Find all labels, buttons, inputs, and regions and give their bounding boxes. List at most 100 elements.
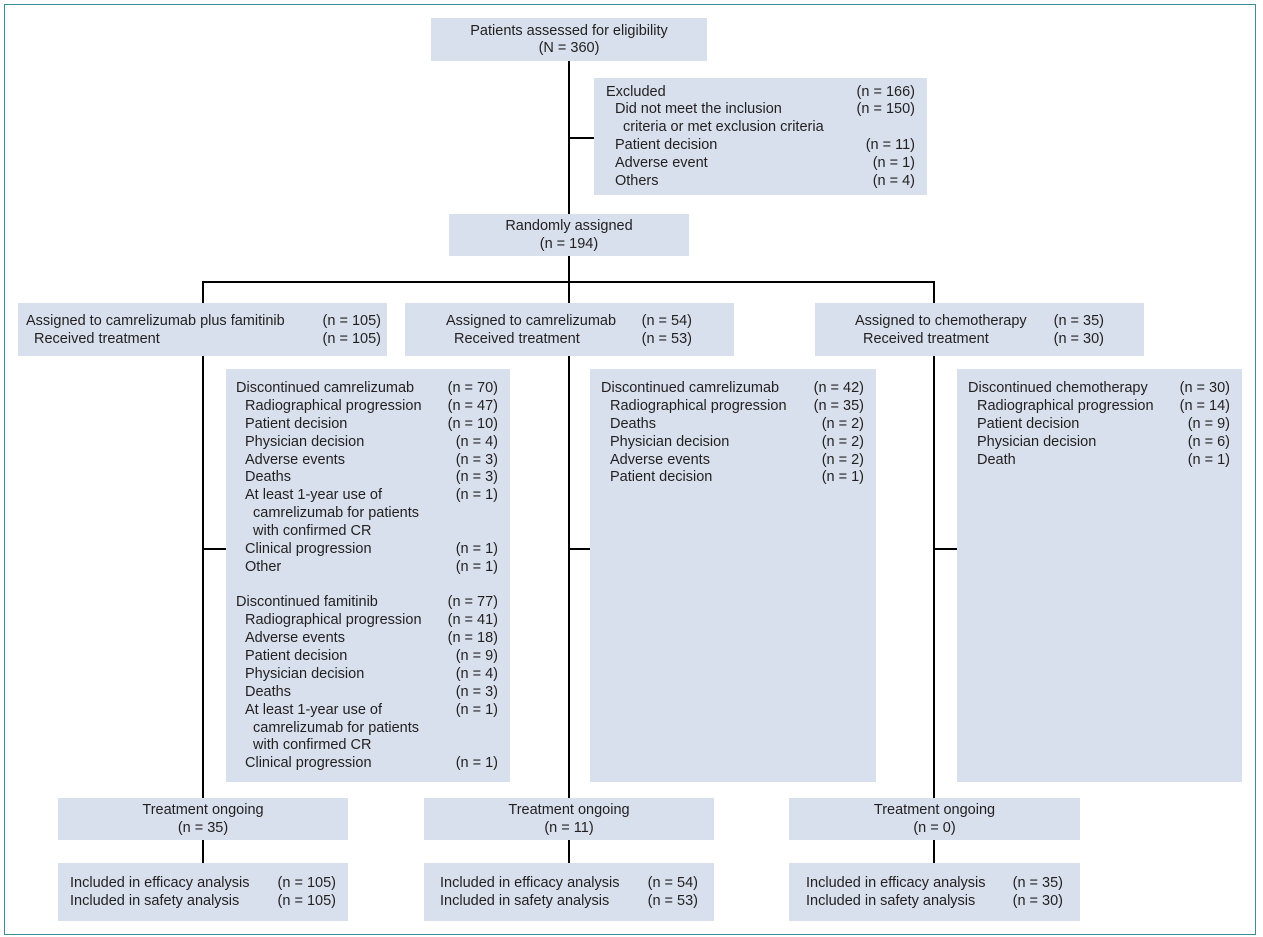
discontinued-reason-count: (n = 1) [455,559,498,575]
discontinued-reason-cont: with confirmed CR [253,523,372,539]
arm2-assigned-count: (n = 54) [641,313,692,329]
randomized-count: (n = 194) [539,236,599,252]
discontinued-reason: Physician decision [977,434,1097,450]
excluded-count: (n = 166) [856,84,915,100]
arm1-assigned-label: Assigned to camrelizumab plus famitinib [26,313,285,329]
discontinued-reason-count: (n = 3) [455,469,498,485]
discontinued-reason-count: (n = 2) [821,434,864,450]
discontinued-reason-count: (n = 47) [447,398,498,414]
efficacy-count: (n = 54) [647,875,698,891]
discontinued-reason-count: (n = 1) [455,541,498,557]
arm2-assigned-label: Assigned to camrelizumab [446,313,617,329]
excluded-label: Excluded [606,84,666,100]
connector-arm2-disc [568,548,590,550]
discontinued-reason-count: (n = 2) [821,416,864,432]
arm3-received-label: Received treatment [863,331,989,347]
connector-arm3-top [933,281,935,303]
arm1-assigned-box: Assigned to camrelizumab plus famitinib … [18,303,387,356]
arm3-ongoing-box: Treatment ongoing (n = 0) [789,798,1080,840]
excluded-reason: Did not meet the inclusion [615,101,782,117]
discontinued-reason-count: (n = 3) [455,684,498,700]
discontinued-reason-count: (n = 9) [455,648,498,664]
connector-arm2-down [568,356,570,798]
connector-arm3-analysis [933,840,935,863]
discontinued-reason-count: (n = 35) [813,398,864,414]
arm3-received-count: (n = 30) [1053,331,1104,347]
discontinued-reason-count: (n = 3) [455,452,498,468]
discontinued-count: (n = 70) [447,380,498,396]
connector-excluded [568,137,594,139]
arm1-discontinued-box: Discontinued camrelizumab (n = 70) Radio… [226,369,510,782]
arm3-assigned-count: (n = 35) [1053,313,1104,329]
figure-frame [4,4,1256,935]
discontinued-title: Discontinued chemotherapy [968,380,1148,396]
discontinued-reason: Adverse events [610,452,710,468]
connector-main-lower [568,256,570,282]
arm1-received-label: Received treatment [34,331,160,347]
discontinued-title: Discontinued famitinib [236,594,378,610]
discontinued-reason-count: (n = 1) [455,755,498,771]
excluded-reason-cont: criteria or met exclusion criteria [623,119,824,135]
discontinued-reason-count: (n = 1) [1187,452,1230,468]
discontinued-count: (n = 30) [1179,380,1230,396]
discontinued-reason: Radiographical progression [245,612,422,628]
discontinued-reason: Patient decision [977,416,1080,432]
arm2-assigned-box: Assigned to camrelizumab (n = 54) Receiv… [405,303,734,356]
discontinued-reason: At least 1-year use of [245,487,383,503]
excluded-reason-count: (n = 1) [872,155,915,171]
randomized-box: Randomly assigned (n = 194) [449,214,689,256]
arm2-discontinued-box: Discontinued camrelizumab (n = 42) Radio… [590,369,876,782]
excluded-reason: Adverse event [615,155,708,171]
discontinued-reason-count: (n = 9) [1187,416,1230,432]
discontinued-count: (n = 42) [813,380,864,396]
excluded-reason: Others [615,173,659,189]
safety-label: Included in safety analysis [440,893,610,909]
arm1-analysis-box: Included in efficacy analysis (n = 105) … [58,863,348,921]
ongoing-label: Treatment ongoing [508,802,630,818]
connector-arm3-down [933,356,935,798]
discontinued-reason: Deaths [245,469,291,485]
discontinued-reason: Patient decision [245,648,348,664]
discontinued-reason: Physician decision [245,434,365,450]
ongoing-count: (n = 35) [177,820,229,836]
discontinued-reason: Death [977,452,1016,468]
safety-label: Included in safety analysis [806,893,976,909]
excluded-reason-count: (n = 150) [856,101,915,117]
connector-arm3-disc [933,548,957,550]
arm2-analysis-box: Included in efficacy analysis (n = 54) I… [424,863,714,921]
discontinued-reason: Clinical progression [245,541,372,557]
discontinued-title: Discontinued camrelizumab [236,380,415,396]
connector-arm1-top [202,281,204,303]
safety-count: (n = 105) [277,893,336,909]
assessed-box: Patients assessed for eligibility (N = 3… [431,18,707,61]
discontinued-reason: Adverse events [245,630,345,646]
discontinued-reason: Other [245,559,282,575]
efficacy-label: Included in efficacy analysis [806,875,986,891]
efficacy-count: (n = 35) [1012,875,1063,891]
discontinued-reason-count: (n = 1) [821,469,864,485]
assessed-count: (N = 360) [538,40,600,56]
discontinued-title: Discontinued camrelizumab [601,380,780,396]
discontinued-reason: At least 1-year use of [245,702,383,718]
discontinued-reason-count: (n = 18) [447,630,498,646]
discontinued-reason-count: (n = 10) [447,416,498,432]
assessed-label: Patients assessed for eligibility [470,23,668,39]
ongoing-label: Treatment ongoing [142,802,264,818]
discontinued-reason: Physician decision [610,434,730,450]
arm3-assigned-box: Assigned to chemotherapy (n = 35) Receiv… [815,303,1144,356]
connector-arm1-down [202,356,204,798]
ongoing-count: (n = 11) [544,820,594,836]
discontinued-reason: Clinical progression [245,755,372,771]
connector-arm2-top [568,281,570,303]
excluded-reason: Patient decision [615,137,718,153]
discontinued-reason-count: (n = 4) [455,666,498,682]
safety-label: Included in safety analysis [70,893,240,909]
arm3-assigned-label: Assigned to chemotherapy [855,313,1027,329]
discontinued-reason: Radiographical progression [977,398,1154,414]
arm3-analysis-box: Included in efficacy analysis (n = 35) I… [789,863,1080,921]
discontinued-reason-count: (n = 2) [821,452,864,468]
excluded-reason-count: (n = 4) [872,173,915,189]
arm2-received-label: Received treatment [454,331,580,347]
efficacy-label: Included in efficacy analysis [70,875,250,891]
discontinued-reason: Patient decision [610,469,713,485]
